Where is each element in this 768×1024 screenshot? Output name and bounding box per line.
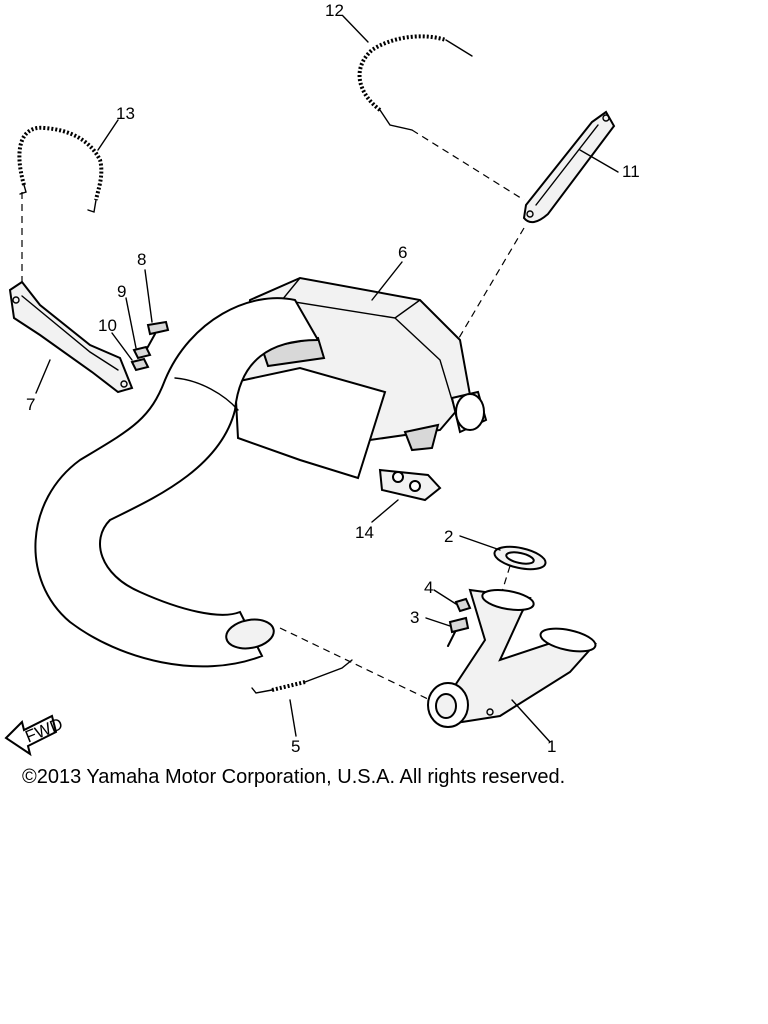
- bolt-3: [447, 616, 470, 647]
- leader-line-10: [111, 332, 133, 361]
- part-label-13: 13: [116, 104, 135, 123]
- part-label-4: 4: [424, 578, 433, 597]
- exhaust-manifold-1: [427, 588, 598, 728]
- exhaust-pipe: [34, 297, 320, 668]
- leader-line-9: [125, 297, 137, 349]
- leader-line-11: [579, 149, 619, 173]
- muffler-6: [233, 276, 488, 480]
- part-label-6: 6: [398, 243, 407, 262]
- washer-10: [130, 357, 150, 372]
- fwd-arrow-icon: FWD: [4, 714, 65, 757]
- leader-line-1: [511, 699, 551, 743]
- stay-7: [8, 280, 134, 394]
- part-label-9: 9: [117, 282, 126, 301]
- part-label-1: 1: [547, 737, 556, 756]
- part-label-5: 5: [291, 737, 300, 756]
- leader-line-12: [342, 15, 369, 43]
- leader-line-14: [371, 499, 399, 523]
- part-label-14: 14: [355, 523, 374, 542]
- guide-line-12-11: [411, 129, 525, 201]
- damper-plate-14: [378, 468, 442, 502]
- copyright-notice: ©2013 Yamaha Motor Corporation, U.S.A. A…: [22, 766, 566, 788]
- leader-line-13: [97, 119, 119, 151]
- leader-line-2: [459, 535, 501, 551]
- part-label-2: 2: [444, 527, 453, 546]
- leader-line-3: [425, 617, 451, 627]
- spring-5: [251, 659, 353, 694]
- leader-line-8: [144, 269, 153, 323]
- leader-line-4: [433, 589, 457, 605]
- bolt-8: [144, 320, 170, 353]
- part-label-3: 3: [410, 608, 419, 627]
- leader-line-5: [289, 699, 297, 737]
- part-label-10: 10: [98, 316, 117, 335]
- guide-line-pipe-1: [279, 627, 431, 701]
- leader-line-7: [35, 359, 51, 394]
- part-label-12: 12: [325, 1, 344, 20]
- spring-12: [357, 34, 473, 131]
- exhaust-exploded-diagram: FWD 12 13 11 6 8 9 10 7 14 2 4 3 5 1: [4, 1, 640, 757]
- bracket-11: [522, 110, 616, 224]
- part-label-8: 8: [137, 250, 146, 269]
- washer-9: [132, 345, 152, 360]
- leader-line-6: [371, 261, 403, 301]
- gasket-2: [493, 545, 547, 571]
- spring-13: [17, 125, 104, 213]
- washer-4: [454, 597, 472, 613]
- fwd-label: FWD: [22, 714, 65, 746]
- part-label-11: 11: [622, 162, 640, 181]
- part-label-7: 7: [26, 395, 35, 414]
